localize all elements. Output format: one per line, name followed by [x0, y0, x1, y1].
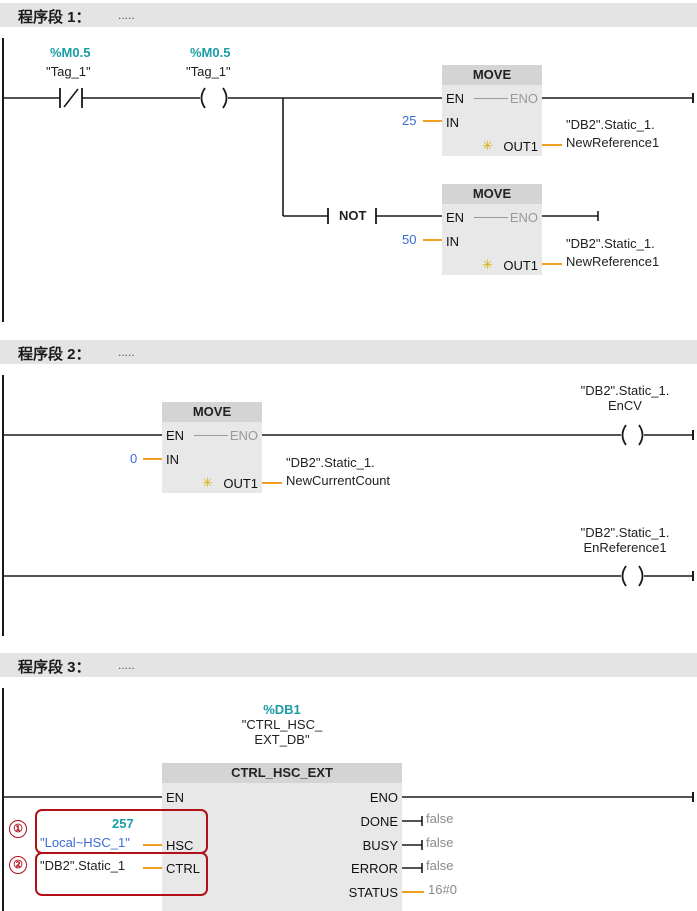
pin-en: EN: [166, 428, 185, 443]
callout-number-1: ①: [9, 820, 27, 838]
network-comment[interactable]: .....: [118, 345, 135, 359]
pin-in: IN: [446, 115, 459, 130]
contact-address: %M0.5: [50, 45, 91, 60]
in-constant[interactable]: 50: [402, 232, 417, 247]
instance-name-line2: EXT_DB": [254, 732, 310, 747]
not-label[interactable]: NOT: [339, 208, 367, 223]
in-constant[interactable]: 0: [130, 451, 138, 466]
pin-hsc: HSC: [166, 838, 194, 853]
coil-enReference-operand[interactable]: "DB2".Static_1. EnReference1: [560, 525, 690, 555]
out-operand-line1[interactable]: "DB2".Static_1.: [286, 455, 375, 470]
pin-in: IN: [446, 234, 459, 249]
out-operand-line2[interactable]: NewReference1: [566, 254, 660, 269]
contact-tag[interactable]: "Tag_1": [46, 64, 91, 79]
coil-tag[interactable]: "Tag_1": [186, 64, 231, 79]
coil-operand-line1: "DB2".Static_1.: [580, 525, 670, 540]
pin-error: ERROR: [351, 861, 398, 876]
coil-enReference[interactable]: [617, 564, 649, 588]
pin-status: STATUS: [348, 885, 398, 900]
pin-out1: OUT1: [223, 476, 258, 491]
status-value: 16#0: [428, 882, 457, 897]
pin-en: EN: [166, 790, 185, 805]
pin-out1: OUT1: [503, 139, 538, 154]
en-eno-link: [474, 217, 508, 218]
pin-eno: ENO: [509, 210, 538, 225]
coil-enCV-operand[interactable]: "DB2".Static_1. EnCV: [560, 383, 690, 413]
block-title: CTRL_HSC_EXT: [162, 763, 402, 783]
network-title: 程序段 1：: [18, 9, 91, 26]
network-comment[interactable]: .....: [118, 8, 135, 22]
network-2-header[interactable]: 程序段 2： .....: [0, 340, 697, 364]
output-coil[interactable]: [198, 86, 231, 110]
coil-operand-line2: EnCV: [608, 398, 642, 413]
move-block-2[interactable]: MOVE EN ENO IN ✳ OUT1: [442, 184, 542, 275]
nc-contact[interactable]: [57, 86, 85, 110]
move-block-3[interactable]: MOVE EN ENO IN ✳ OUT1: [162, 402, 262, 493]
pin-in: IN: [166, 452, 179, 467]
pin-eno: ENO: [229, 428, 258, 443]
hsc-operand[interactable]: "Local~HSC_1": [40, 835, 130, 850]
instance-db[interactable]: %DB1 "CTRL_HSC_ EXT_DB": [222, 702, 342, 747]
instance-address: %DB1: [263, 702, 301, 717]
network-comment[interactable]: .....: [118, 658, 135, 672]
pin-done: DONE: [360, 814, 398, 829]
hsc-hw-id: 257: [112, 816, 134, 831]
done-value: false: [426, 811, 454, 826]
block-title: MOVE: [162, 402, 262, 422]
add-output-icon[interactable]: ✳: [482, 257, 493, 272]
pin-en: EN: [446, 91, 465, 106]
add-output-icon[interactable]: ✳: [202, 475, 213, 490]
out-operand-line2[interactable]: NewCurrentCount: [286, 473, 391, 488]
ctrl-hsc-ext-block[interactable]: CTRL_HSC_EXT EN ENO HSC CTRL DONE BUSY E…: [162, 763, 402, 911]
pin-busy: BUSY: [362, 838, 398, 853]
out-operand-line1[interactable]: "DB2".Static_1.: [566, 117, 655, 132]
callout-box-1: [35, 809, 208, 854]
in-constant[interactable]: 25: [402, 113, 417, 128]
error-value: false: [426, 858, 454, 873]
network-title: 程序段 2：: [18, 346, 91, 363]
pin-eno: ENO: [369, 790, 398, 805]
move-block-1[interactable]: MOVE EN ENO IN ✳ OUT1: [442, 65, 542, 156]
coil-operand-line1: "DB2".Static_1.: [580, 383, 670, 398]
block-title: MOVE: [442, 184, 542, 204]
callout-number-2: ②: [9, 856, 27, 874]
network-title: 程序段 3：: [18, 659, 91, 676]
callout-box-2: [35, 852, 208, 896]
coil-enCV[interactable]: [617, 423, 649, 447]
pin-eno: ENO: [509, 91, 538, 106]
instance-name-line1: "CTRL_HSC_: [241, 717, 323, 732]
network-1-header[interactable]: 程序段 1： .....: [0, 3, 697, 27]
out-operand-line1[interactable]: "DB2".Static_1.: [566, 236, 655, 251]
block-title: MOVE: [442, 65, 542, 85]
busy-value: false: [426, 835, 454, 850]
en-eno-link: [474, 98, 508, 99]
out-operand-line2[interactable]: NewReference1: [566, 135, 660, 150]
pin-out1: OUT1: [503, 258, 538, 273]
en-eno-link: [194, 435, 228, 436]
coil-operand-line2: EnReference1: [583, 540, 667, 555]
coil-address: %M0.5: [190, 45, 231, 60]
ctrl-operand[interactable]: "DB2".Static_1: [40, 858, 126, 873]
pin-ctrl: CTRL: [166, 861, 200, 876]
add-output-icon[interactable]: ✳: [482, 138, 493, 153]
network-3-header[interactable]: 程序段 3： .....: [0, 653, 697, 677]
pin-en: EN: [446, 210, 465, 225]
